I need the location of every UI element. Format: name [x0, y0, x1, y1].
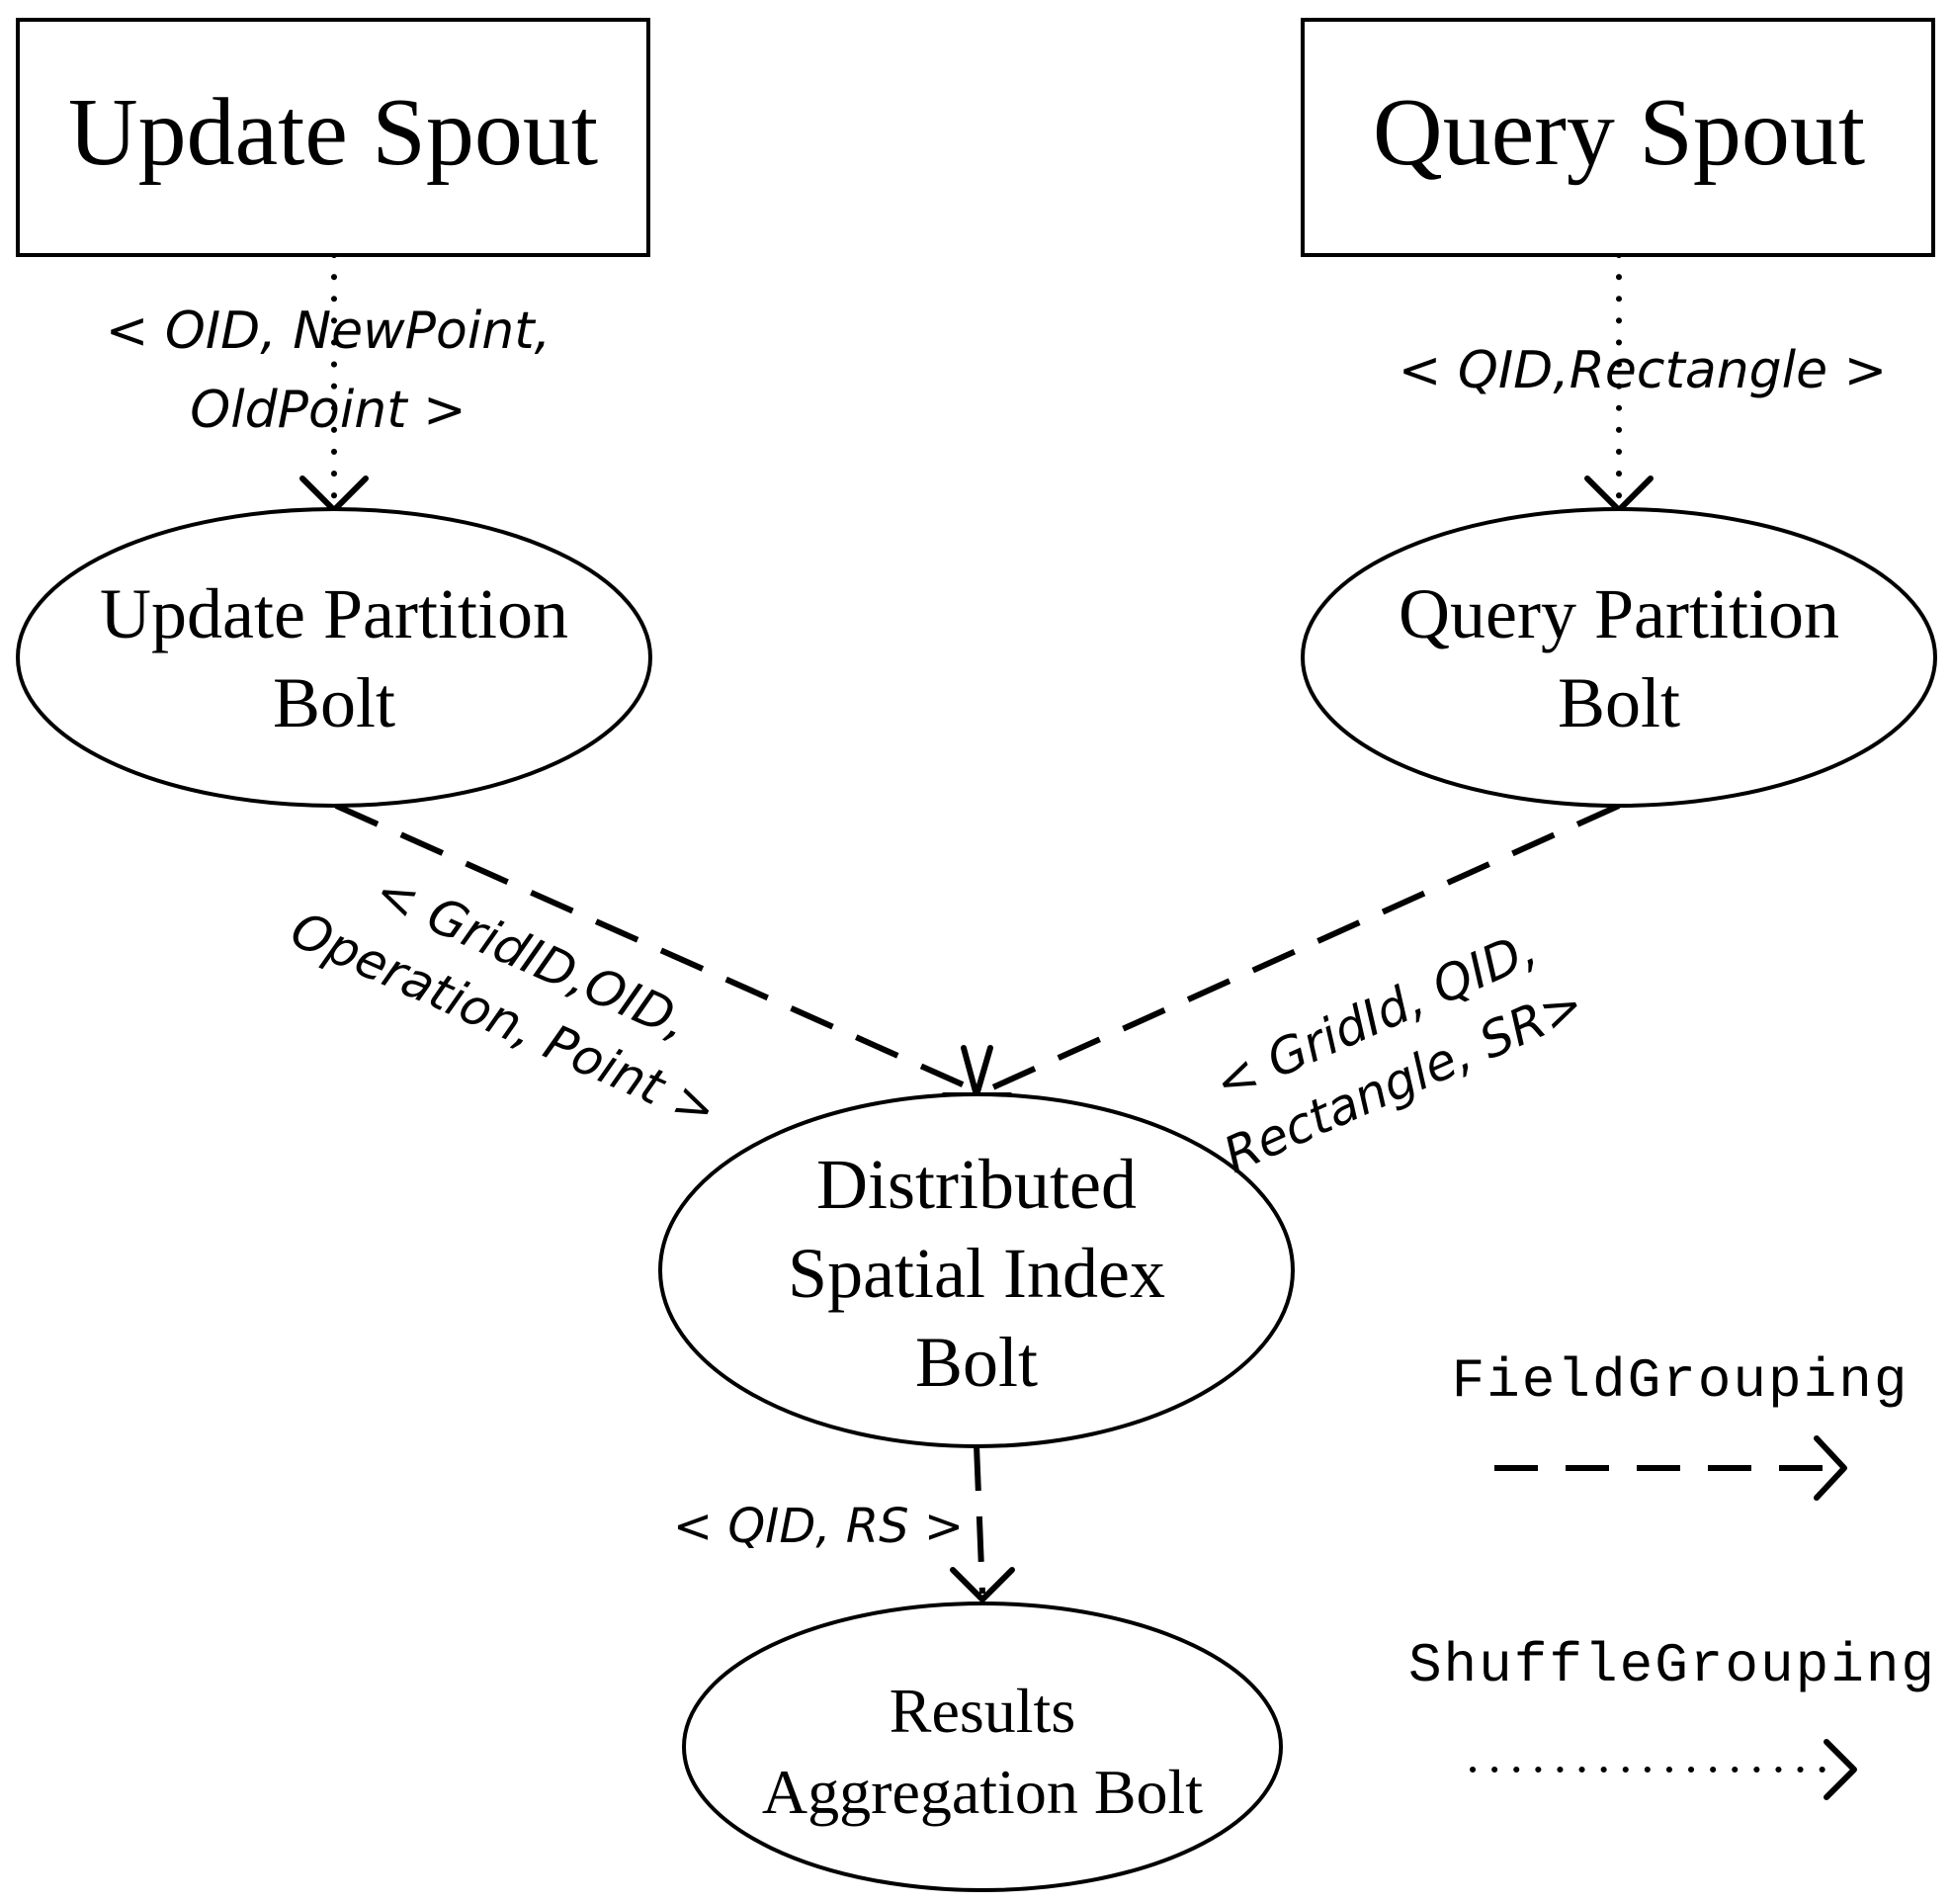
legend-shuffle-grouping-label: ShuffleGrouping [1408, 1634, 1936, 1697]
update-partition-bolt [16, 507, 652, 808]
update-partition-label-2: Bolt [273, 663, 395, 742]
update-spout-label: Update Spout [68, 79, 598, 186]
query-partition-bolt [1301, 507, 1937, 808]
edge-label-query-spout: < QID,Rectangle > [1399, 341, 1887, 400]
query-partition-label-1: Query Partition [1399, 574, 1839, 653]
results-label-2: Aggregation Bolt [762, 1757, 1203, 1827]
update-partition-label-1: Update Partition [100, 574, 568, 653]
legend-field-grouping-arrowhead [1814, 1435, 1847, 1501]
distributed-index-bolt [658, 1092, 1295, 1448]
query-partition-label-2: Bolt [1558, 663, 1680, 742]
edge-label-index-to-results: < QID, RS > [673, 1499, 964, 1554]
distributed-index-label-3: Bolt [915, 1323, 1038, 1402]
edge-label-update-spout-2: OldPoint > [190, 381, 466, 440]
query-spout-box [1301, 18, 1935, 257]
legend-field-grouping-label: FieldGrouping [1452, 1349, 1910, 1413]
distributed-index-label-2: Spatial Index [788, 1234, 1165, 1313]
edge-query-partition-to-index [986, 803, 1621, 1092]
arrowhead-results [950, 1567, 1015, 1602]
legend-shuffle-grouping-arrowhead [1824, 1739, 1857, 1800]
edge-label-update-spout-1: < OID, NewPoint, [106, 302, 551, 361]
distributed-index-label-1: Distributed [816, 1145, 1137, 1224]
results-aggregation-bolt [682, 1601, 1283, 1892]
edge-index-to-results [974, 1444, 985, 1595]
edge-update-partition-to-index [334, 803, 976, 1092]
update-spout-box [16, 18, 650, 257]
results-label-1: Results [890, 1676, 1075, 1746]
query-spout-label: Query Spout [1373, 79, 1865, 186]
arrowhead-index [961, 1045, 993, 1098]
